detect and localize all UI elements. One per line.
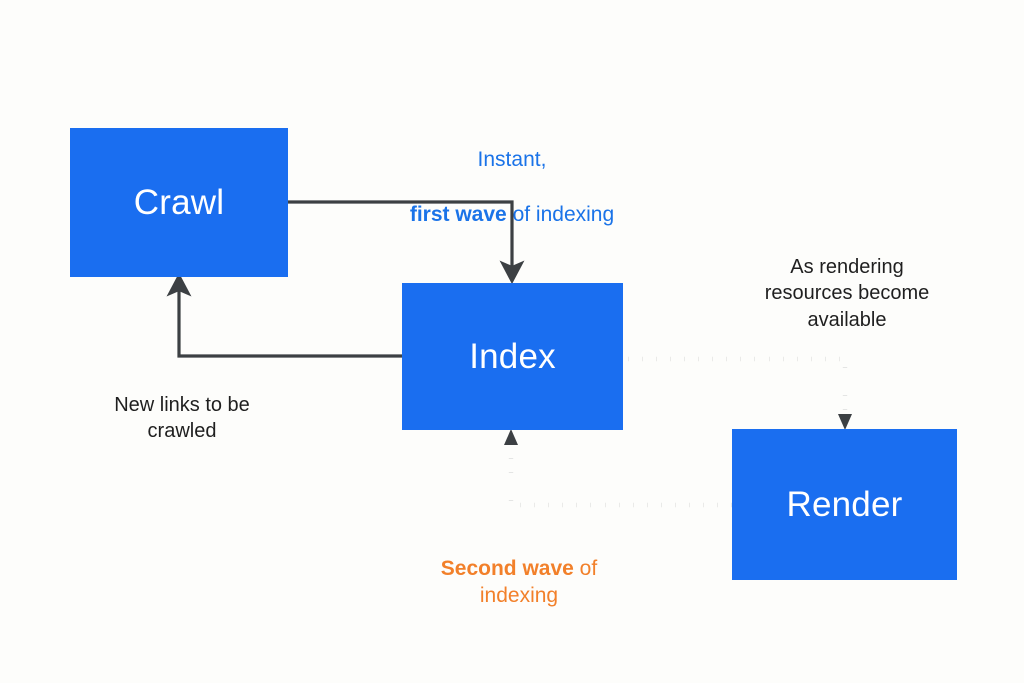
node-crawl-label: Crawl [133, 183, 225, 222]
caption-first-wave-bold: first wave [409, 203, 507, 227]
caption-new-links: New links to be crawled [114, 394, 250, 443]
caption-rendering-resources: As rendering resources become available [764, 256, 930, 331]
caption-first-wave-rest: of indexing [506, 203, 615, 227]
node-index-label: Index [469, 337, 556, 376]
edge-crawl-to-index [288, 200, 525, 285]
edge-index-to-crawl [166, 272, 402, 358]
node-render[interactable]: Render [732, 429, 957, 580]
node-render-label: Render [786, 485, 903, 524]
caption-second-wave-bold: Second wave [440, 556, 574, 580]
caption-first-wave-line1: Instant, [477, 147, 547, 171]
edge-render-to-index [504, 429, 732, 508]
caption-second-wave-rest: of indexing [479, 556, 598, 608]
node-crawl[interactable]: Crawl [70, 128, 288, 277]
edge-index-to-render [628, 356, 852, 430]
node-index[interactable]: Index [402, 283, 623, 430]
caption-first-wave: Instant, first wave of indexing [376, 118, 648, 229]
caption-second-wave: Second wave of indexing [400, 527, 638, 610]
